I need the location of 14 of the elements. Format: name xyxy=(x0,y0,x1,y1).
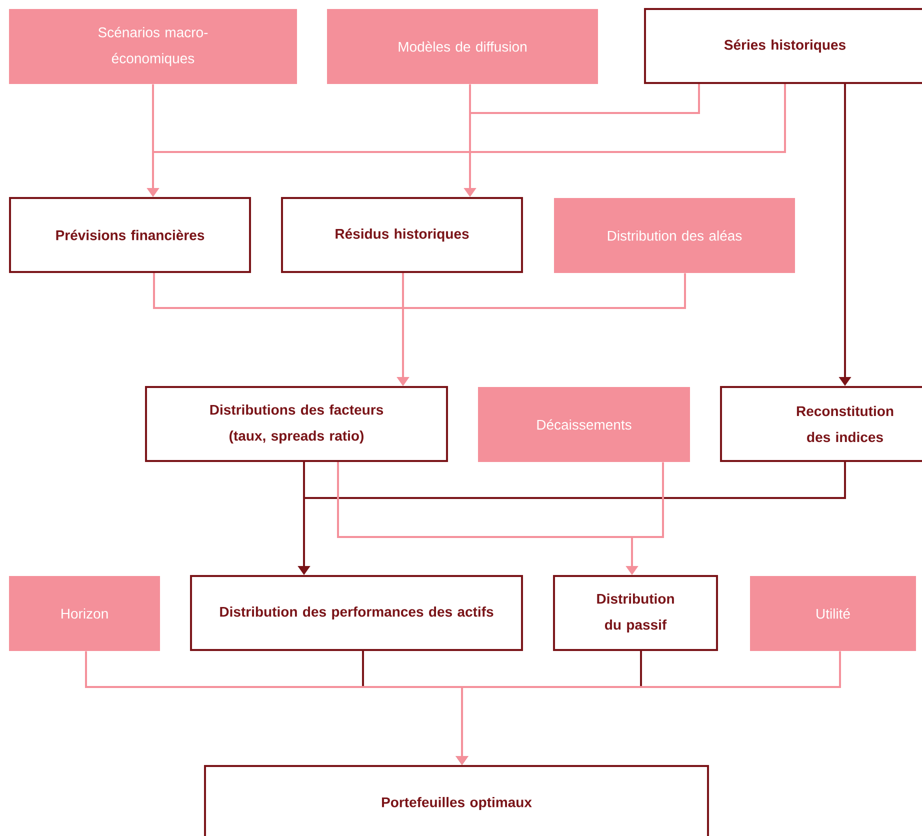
input-box: Horizon xyxy=(9,576,160,651)
input-box: Modèles de diffusion xyxy=(327,9,598,84)
process-box: Distribution des performances des actifs xyxy=(190,575,523,651)
process-box: Portefeuilles optimaux xyxy=(204,765,709,836)
process-box: Prévisions financières xyxy=(9,197,251,273)
input-box: Utilité xyxy=(750,576,916,651)
process-box: Résidus historiques xyxy=(281,197,523,273)
input-box: Décaissements xyxy=(478,387,690,462)
input-box: Scénarios macro-économiques xyxy=(9,9,297,84)
input-box: Distribution des aléas xyxy=(554,198,795,273)
process-box: Distributions des facteurs (taux, spreads ratio) xyxy=(145,386,448,462)
process-box: Reconstitution des indices xyxy=(720,386,922,462)
process-box: Séries historiques xyxy=(644,8,922,84)
process-box: Distribution du passif xyxy=(553,575,718,651)
